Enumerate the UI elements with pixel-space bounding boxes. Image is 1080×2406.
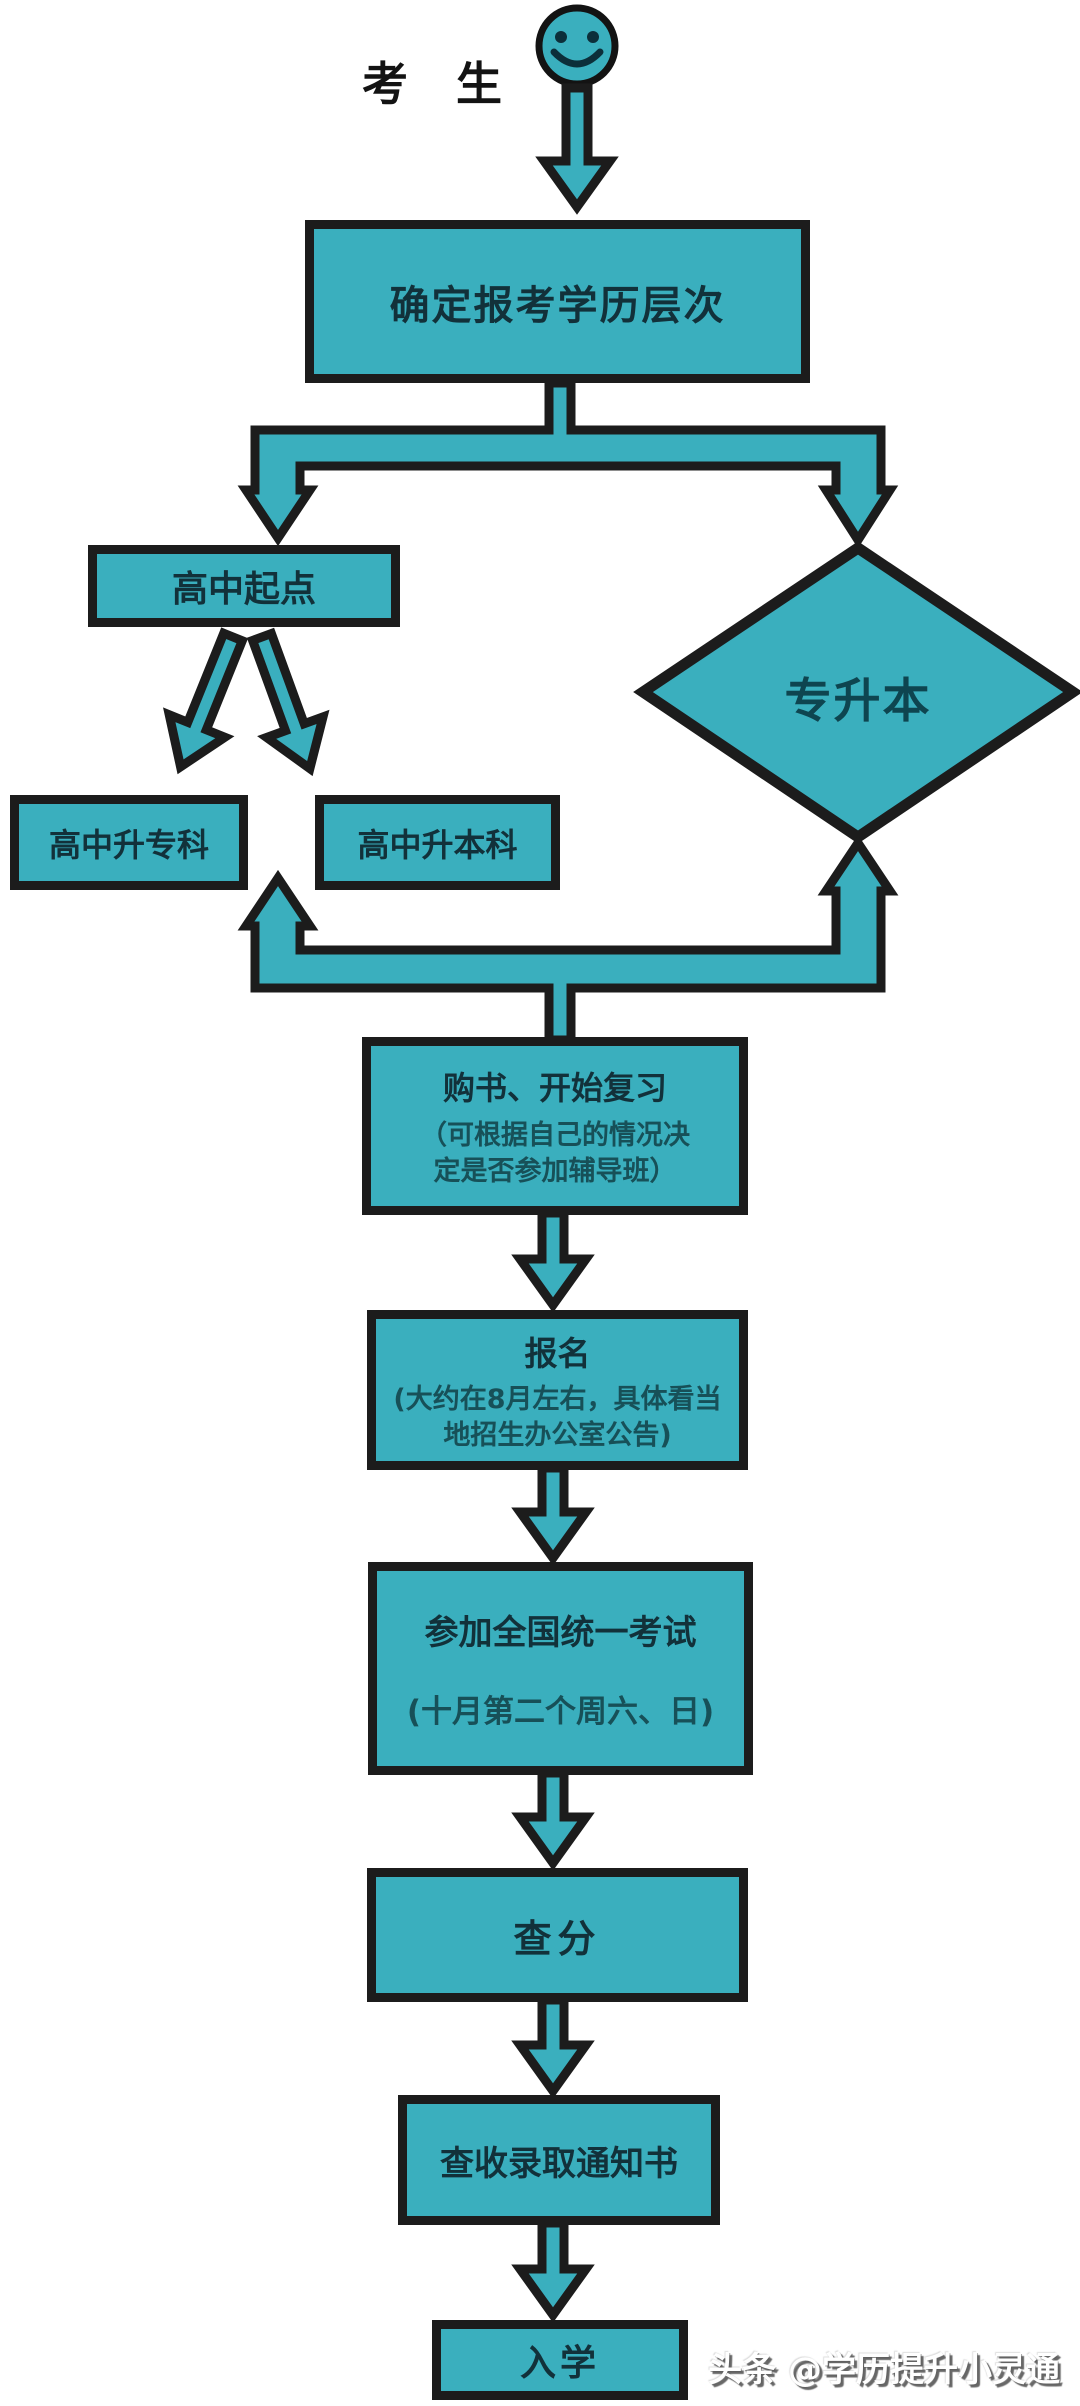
- node-note: （可根据自己的情况决定是否参加辅导班）: [420, 1119, 690, 1187]
- arrow-letter-to-enroll: [511, 2218, 595, 2323]
- arrow-books-to-signup: [511, 1208, 595, 1313]
- flow-node-determine-level: 确定报考学历层次: [305, 220, 810, 383]
- node-label: 入学: [519, 2343, 600, 2384]
- node-label: 高中升本科: [357, 825, 518, 864]
- node-note: (大约在8月左右，具体看当地招生办公室公告): [393, 1383, 722, 1451]
- node-title: 参加全国统一考试: [424, 1612, 697, 1653]
- flow-node-high-school-start: 高中起点: [88, 545, 400, 627]
- node-label: 查分: [513, 1916, 602, 1961]
- diagonal-arrow-right: [246, 627, 330, 777]
- node-label: 确定报考学历层次: [389, 282, 726, 329]
- actor-label: 考 生: [362, 57, 519, 111]
- node-label: 高中升专科: [48, 825, 209, 864]
- arrow-signup-to-exam: [511, 1463, 595, 1566]
- flow-node-exam: 参加全国统一考试 (十月第二个周六、日): [368, 1562, 753, 1775]
- flow-node-admission-letter: 查收录取通知书: [398, 2095, 720, 2225]
- flow-node-hs-to-zhuanke: 高中升专科: [10, 795, 248, 890]
- watermark-text: 头条 @学历提升小灵通: [708, 2350, 1060, 2390]
- node-note: (十月第二个周六、日): [406, 1693, 715, 1730]
- flow-node-hs-to-benke: 高中升本科: [315, 795, 560, 890]
- branch-split-connector: [237, 378, 899, 549]
- node-title: 购书、开始复习: [442, 1068, 667, 1107]
- arrow-score-to-letter: [511, 1995, 595, 2099]
- diagonal-arrow-left: [163, 627, 249, 775]
- node-title: 报名: [524, 1333, 591, 1373]
- flow-node-enroll: 入学: [432, 2320, 688, 2400]
- smiley-face-icon: [535, 4, 619, 88]
- flow-node-signup: 报名 (大约在8月左右，具体看当地招生办公室公告): [367, 1310, 748, 1470]
- flow-node-check-score: 查分: [367, 1868, 748, 2002]
- node-label: 高中起点: [171, 569, 316, 610]
- arrow-exam-to-score: [511, 1768, 595, 1871]
- flow-node-zhuan-sheng-ben-label: 专升本: [784, 674, 932, 729]
- arrow-actor-to-determine: [535, 83, 619, 215]
- node-label: 查收录取通知书: [440, 2143, 678, 2184]
- flow-node-buy-books: 购书、开始复习 （可根据自己的情况决定是否参加辅导班）: [362, 1037, 748, 1215]
